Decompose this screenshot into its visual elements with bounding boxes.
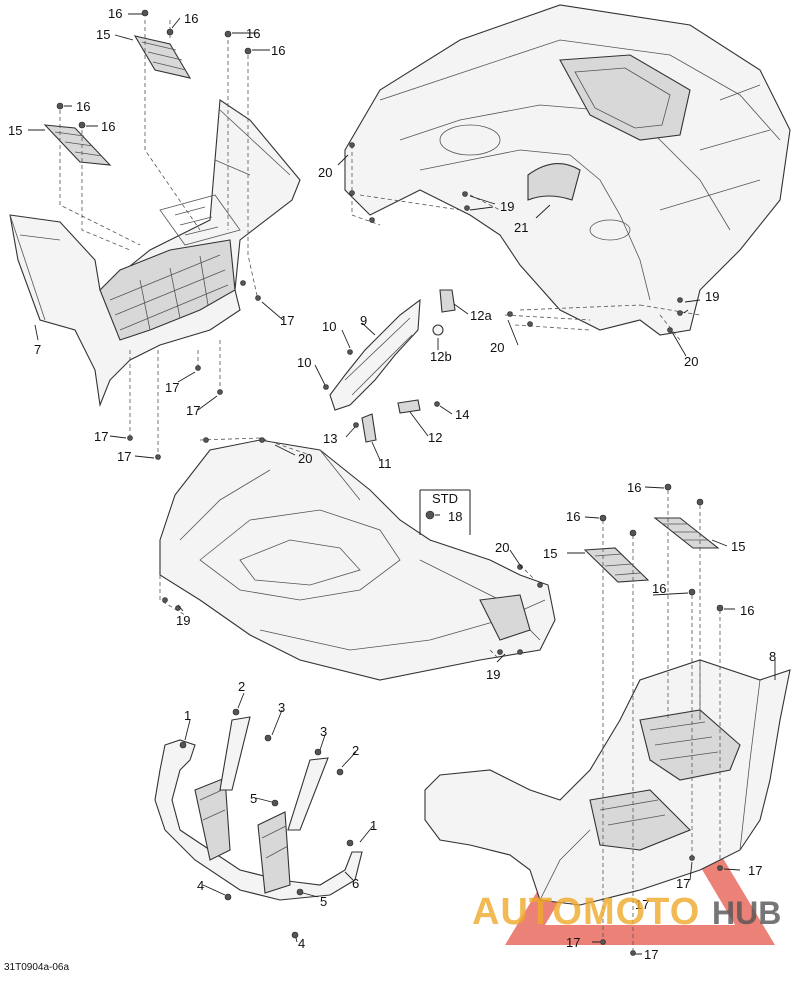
callout-label: 19 (500, 199, 514, 214)
callout-label: 2 (352, 743, 359, 758)
callout-label: 17 (748, 863, 762, 878)
callout-label: 16 (184, 11, 198, 26)
callout-label: 16 (271, 43, 285, 58)
callout-label: 1 (370, 818, 377, 833)
callout-label: 6 (352, 876, 359, 891)
rear-body-assembly (344, 4, 791, 336)
callout-label: 19 (705, 289, 719, 304)
callout-label: 17 (117, 449, 131, 464)
guide-lines-top-right (351, 145, 701, 341)
callout-label: 15 (543, 546, 557, 561)
callout-label: 9 (360, 313, 367, 328)
callout-label: 16 (101, 119, 115, 134)
callout-labels: 16 16 15 16 16 16 15 16 7 17 17 17 17 17… (8, 6, 776, 962)
callout-label: 16 (246, 26, 260, 41)
callout-label: 20 (490, 340, 504, 355)
callout-label: 16 (108, 6, 122, 21)
callout-label: 4 (197, 878, 204, 893)
fastener-set-bottom-right (599, 483, 724, 956)
diagram-id: 31T0904a-06a (4, 962, 69, 973)
std-label: STD (432, 491, 458, 506)
front-body-assembly (159, 439, 556, 681)
callout-label: 20 (684, 354, 698, 369)
callout-label: 12 (428, 430, 442, 445)
callout-label: 17 (566, 935, 580, 950)
callout-label: 5 (320, 894, 327, 909)
front-footwell-assembly (9, 99, 301, 408)
callout-label: 20 (318, 165, 332, 180)
std-hardware-box (419, 489, 471, 535)
fastener-set-bumper (179, 708, 354, 939)
footrest-pad-right-2 (653, 517, 720, 549)
callout-label: 3 (278, 700, 285, 715)
callout-label: 19 (176, 613, 190, 628)
callout-label: 17 (165, 380, 179, 395)
callout-label: 13 (323, 431, 337, 446)
callout-label: 16 (652, 581, 666, 596)
callout-label: 17 (676, 876, 690, 891)
callout-label: 15 (96, 27, 110, 42)
fastener-set-top-left (56, 9, 261, 460)
callout-label: 12a (470, 308, 492, 323)
callout-leaders (28, 13, 776, 955)
rear-footwell-assembly (424, 659, 791, 906)
callout-label: 4 (298, 936, 305, 951)
watermark-brand-part-2: HUB (712, 895, 781, 931)
callout-label: 14 (455, 407, 469, 422)
guide-lines-middle (159, 437, 536, 661)
callout-label: 2 (238, 679, 245, 694)
callout-label: 16 (566, 509, 580, 524)
callout-label: 17 (280, 313, 294, 328)
callout-label: 1 (184, 708, 191, 723)
callout-label: 19 (486, 667, 500, 682)
watermark-text: AUTOMOTO HUB (472, 891, 781, 933)
guide-lines-bottom-right (602, 490, 721, 955)
callout-label: 11 (378, 456, 392, 471)
callout-label: 17 (635, 897, 649, 912)
callout-label: 15 (8, 123, 22, 138)
callout-label: 10 (297, 355, 311, 370)
callout-label: 7 (34, 342, 41, 357)
callout-label: 10 (322, 319, 336, 334)
callout-label: 16 (76, 99, 90, 114)
watermark-brand-part-1: AUTOMOTO (472, 891, 700, 933)
callout-label: 12b (430, 349, 452, 364)
callout-label: 3 (320, 724, 327, 739)
front-bumper-assembly (154, 716, 363, 901)
callout-label: 16 (740, 603, 754, 618)
fastener-set-middle (162, 437, 543, 655)
callout-label: 15 (731, 539, 745, 554)
footrest-pad-left-2 (43, 124, 112, 166)
callout-label: 5 (250, 791, 257, 806)
callout-label: 17 (94, 429, 108, 444)
footrest-pad-left-1 (133, 35, 192, 79)
callout-label: 20 (298, 451, 312, 466)
callout-label: 17 (186, 403, 200, 418)
callout-label: 21 (514, 220, 528, 235)
mudguard-bracket-assembly (323, 289, 456, 443)
fastener-set-top-right (349, 142, 683, 333)
footrest-pad-right-1 (583, 547, 650, 583)
callout-label: 8 (769, 649, 776, 664)
callout-label: 16 (627, 480, 641, 495)
callout-label: 18 (448, 509, 462, 524)
callout-label: 17 (644, 947, 658, 962)
callout-label: 20 (495, 540, 509, 555)
